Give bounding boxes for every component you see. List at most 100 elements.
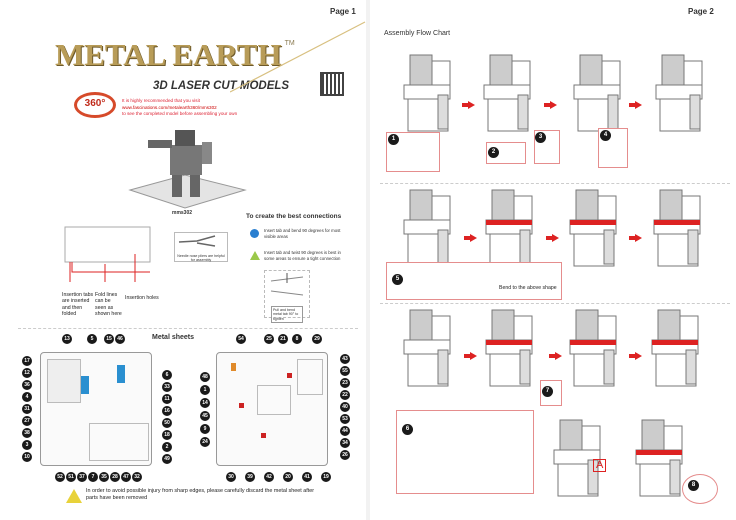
page-number: Page 2 (688, 7, 714, 16)
assembly-figure (485, 189, 533, 267)
part-number: 38 (22, 428, 32, 438)
step-1: 1 (388, 134, 399, 145)
part-number: 35 (99, 472, 109, 482)
metal-earth-logo: METAL EARTH (55, 37, 282, 72)
recommend-url[interactable]: www.fascinations.com/metalearth360/mms30… (122, 104, 217, 110)
arrow-icon (629, 352, 642, 360)
part-number: 31 (22, 404, 32, 414)
part-number: 42 (264, 472, 274, 482)
page-1: Page 1 METAL EARTH TM 3D LASER CUT MODEL… (0, 0, 366, 520)
part-number: 55 (340, 366, 350, 376)
pliers-box: Needle nose pliers are helpful for assem… (174, 232, 228, 262)
part-number: 3 (22, 440, 32, 450)
part-number: 40 (340, 402, 350, 412)
assembly-figure (403, 54, 451, 132)
part-number: 49 (162, 454, 172, 464)
subtitle: 3D LASER CUT MODELS (153, 80, 290, 92)
step-6-box (396, 410, 534, 494)
part-number: 2 (162, 442, 172, 452)
part-number: 8 (292, 334, 302, 344)
arrow-icon (549, 352, 562, 360)
part-number: 11 (162, 394, 172, 404)
gold-swoosh (230, 21, 366, 93)
twist-note: Pull and bend metal tab 90° to tighten (271, 306, 303, 324)
legend-bend-text: Insert tab and bend 90 degrees for most … (264, 228, 341, 239)
part-number: 7 (88, 472, 98, 482)
arrow-icon (546, 234, 559, 242)
assembly-figure (569, 309, 617, 387)
label-insertion-holes: Insertion holes (125, 295, 159, 301)
row-divider (380, 183, 730, 184)
step-6: 6 (402, 424, 413, 435)
part-number: 20 (283, 472, 293, 482)
assembly-figure (553, 419, 601, 497)
arrow-icon (544, 101, 557, 109)
part-number: 43 (340, 354, 350, 364)
part-number: 51 (66, 472, 76, 482)
part-number: 1 (200, 385, 210, 395)
tab-diagram (64, 226, 151, 282)
qr-code[interactable] (320, 72, 344, 96)
part-number: 18 (162, 430, 172, 440)
twist-illustration (270, 273, 304, 296)
part-number: 16 (162, 406, 172, 416)
part-number: 44 (340, 426, 350, 436)
step-5: 5 (392, 274, 403, 285)
part-number: 25 (264, 334, 274, 344)
part-number: 50 (162, 418, 172, 428)
arrow-icon (629, 101, 642, 109)
warning-text: In order to avoid possible injury from s… (86, 488, 315, 501)
step-7: 7 (542, 386, 553, 397)
part-number: 19 (321, 472, 331, 482)
step-5-box (386, 262, 562, 300)
metal-sheet-1 (40, 352, 152, 466)
part-number: 14 (200, 398, 210, 408)
trademark: TM (284, 40, 295, 47)
logo-block: METAL EARTH TM (55, 38, 295, 72)
connections-title: To create the best connections (246, 213, 342, 220)
part-number: 54 (236, 334, 246, 344)
part-number: 5 (87, 334, 97, 344)
part-number: 37 (77, 472, 87, 482)
part-number: 24 (200, 437, 210, 447)
arrow-icon (462, 101, 475, 109)
row-divider (380, 303, 730, 304)
step-2: 2 (488, 147, 499, 158)
part-number: 28 (110, 472, 120, 482)
part-number: 45 (200, 411, 210, 421)
part-number: 33 (162, 382, 172, 392)
step-4: 4 (600, 130, 611, 141)
part-number: 27 (22, 416, 32, 426)
green-triangle-icon (250, 251, 260, 260)
part-number: 26 (340, 450, 350, 460)
step-8-box (682, 474, 718, 504)
step-8: 8 (688, 480, 699, 491)
legend-twist: Insert tab and twist 90 degrees is best … (250, 250, 345, 261)
legend-twist-text: Insert tab and twist 90 degrees is best … (264, 250, 341, 261)
part-number: 41 (302, 472, 312, 482)
part-number: 52 (55, 472, 65, 482)
assembly-figure (651, 309, 699, 387)
part-number: 15 (104, 334, 114, 344)
part-number: 47 (121, 472, 131, 482)
pliers-icon (178, 235, 216, 247)
part-number: 30 (226, 472, 236, 482)
part-number: 9 (200, 424, 210, 434)
assembly-figure (403, 189, 451, 267)
step-3: 3 (535, 132, 546, 143)
recommend-note: It is highly recommended that you visit … (122, 98, 237, 118)
warning-icon (66, 489, 82, 503)
assembly-flow-title: Assembly Flow Chart (384, 30, 451, 37)
part-number: 48 (200, 372, 210, 382)
model-code: mms302 (172, 210, 193, 216)
part-number: 17 (22, 356, 32, 366)
pliers-note: Needle nose pliers are helpful for assem… (177, 254, 225, 263)
part-number: 6 (162, 370, 172, 380)
divider (18, 328, 358, 329)
assembly-figure (483, 54, 531, 132)
view-360-badge[interactable]: 360° (74, 92, 116, 118)
